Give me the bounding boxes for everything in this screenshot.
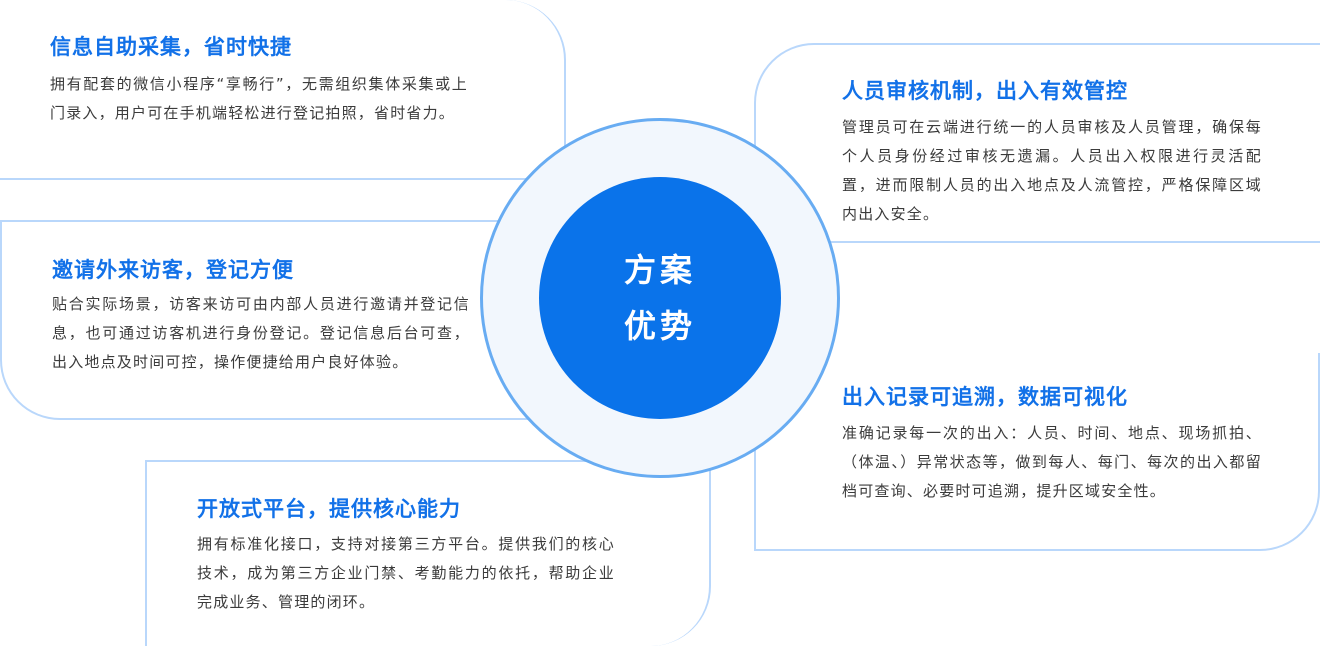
card-title: 邀请外来访客，登记方便 <box>52 258 294 282</box>
feature-card-self-service: 信息自助采集，省时快捷 拥有配套的微信小程序“享畅行”，无需组织集体采集或上门录… <box>0 0 566 180</box>
card-title: 开放式平台，提供核心能力 <box>197 497 461 521</box>
feature-card-review-mechanism: 人员审核机制，出入有效管控 管理员可在云端进行统一的人员审核及人员管理，确保每个… <box>754 43 1320 243</box>
card-title: 人员审核机制，出入有效管控 <box>842 79 1128 103</box>
feature-card-open-platform: 开放式平台，提供核心能力 拥有标准化接口，支持对接第三方平台。提供我们的核心技术… <box>145 460 711 646</box>
center-label-line-2: 优势 <box>623 307 696 345</box>
center-label: 方案 优势 <box>540 178 780 418</box>
card-title: 信息自助采集，省时快捷 <box>50 35 292 59</box>
center-circle <box>540 178 780 418</box>
card-description: 拥有标准化接口，支持对接第三方平台。提供我们的核心技术，成为第三方企业门禁、考勤… <box>197 535 615 611</box>
card-description: 贴合实际场景，访客来访可由内部人员进行邀请并登记信息，也可通过访客机进行身份登记… <box>52 295 470 371</box>
feature-card-traceable-records: 出入记录可追溯，数据可视化 准确记录每一次的出入：人员、时间、地点、现场抓拍、（… <box>754 353 1320 551</box>
card-description: 管理员可在云端进行统一的人员审核及人员管理，确保每个人员身份经过审核无遗漏。人员… <box>842 118 1262 223</box>
card-title: 出入记录可追溯，数据可视化 <box>842 385 1128 409</box>
card-description: 准确记录每一次的出入：人员、时间、地点、现场抓拍、（体温、）异常状态等，做到每人… <box>842 424 1262 500</box>
card-description: 拥有配套的微信小程序“享畅行”，无需组织集体采集或上门录入，用户可在手机端轻松进… <box>50 75 468 122</box>
feature-card-visitor-invite: 邀请外来访客，登记方便 贴合实际场景，访客来访可由内部人员进行邀请并登记信息，也… <box>0 220 566 420</box>
center-label-line-1: 方案 <box>623 251 696 289</box>
